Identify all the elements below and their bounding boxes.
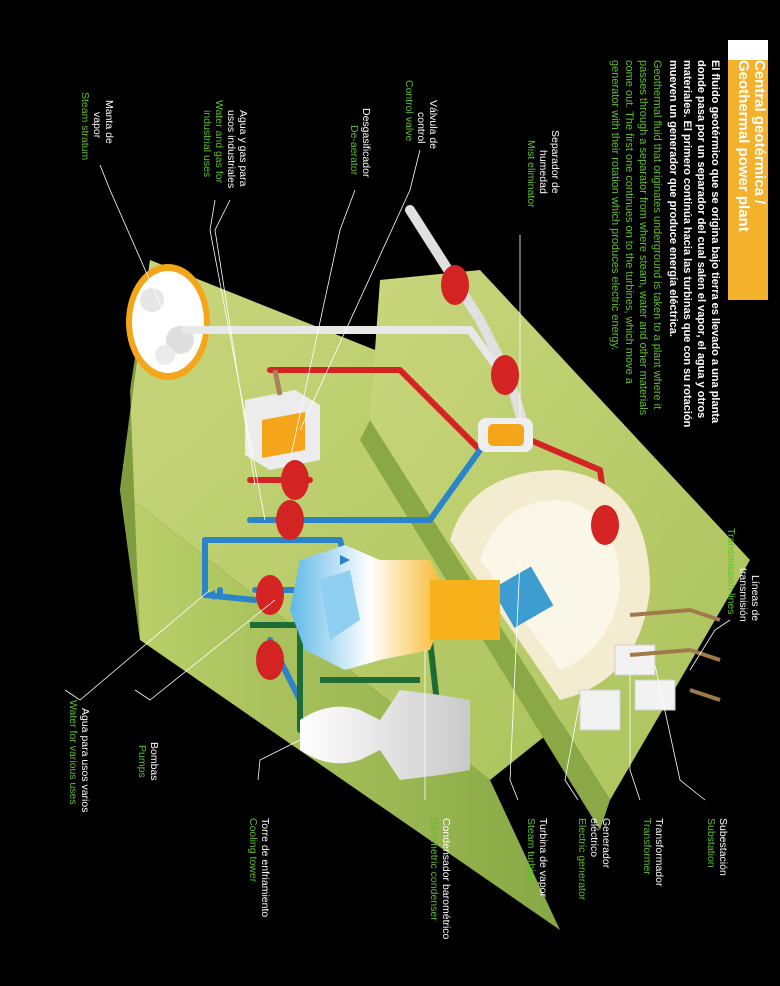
label-transmission-lines-es-1: Líneas de	[749, 575, 761, 621]
title-band	[728, 40, 768, 300]
description-es-line1: El fluido geotérmico que se origina bajo…	[709, 60, 721, 424]
label-substation-en: Substation	[705, 818, 717, 868]
flow-arrows	[205, 555, 350, 600]
label-transmission-lines-es-2: transmisión	[737, 568, 749, 622]
steam-stratum	[126, 264, 210, 380]
label-transformer-es: Transformador	[653, 818, 665, 887]
label-control-valve-en: Control valve	[403, 80, 415, 141]
label-steam-turbine-es: Turbina de vapor	[537, 818, 549, 897]
page-title-line2: Geothermal power plant	[735, 60, 752, 232]
label-cooling-tower-es: Torre de enfriamiento	[259, 818, 271, 917]
label-various-water-es: Agua para usos varios	[79, 708, 91, 812]
label-mist-eliminator-es-1: Separador de	[549, 130, 561, 194]
label-generator-es-2: eléctrico	[588, 818, 600, 857]
label-control-valve-es-2: control	[415, 112, 427, 144]
label-pumps-en: Pumps	[136, 745, 148, 778]
label-cooling-tower-en: Cooling tower	[247, 818, 259, 883]
page-title-line1: Central geotérmica /	[751, 60, 768, 205]
description-es-line2: donde pasa por un separador del cual sal…	[695, 60, 707, 418]
label-mist-eliminator-en: Mist eliminator	[525, 140, 537, 208]
label-substation-es: Subestación	[717, 818, 729, 876]
substation-blocks	[579, 644, 676, 731]
description-es-line4: mueven un generador que produce energía …	[667, 60, 679, 337]
label-steam-turbine-en: Steam turbine	[525, 818, 537, 884]
label-steam-stratum-es-1: Manta de	[103, 100, 115, 144]
label-industrial-water-en-2: industrial uses	[201, 110, 213, 177]
label-barometric-condenser-es: Condensador barométrico	[440, 818, 452, 940]
label-pumps-es: Bombas	[148, 742, 160, 781]
label-industrial-water-es-1: Agua y gas para	[237, 110, 249, 187]
label-transformer-en: Transformer	[641, 818, 653, 875]
label-generator-en: Electric generator	[576, 818, 588, 901]
label-generator-es-1: Generador	[600, 818, 612, 869]
label-barometric-condenser-en: Barometric condenser	[428, 818, 440, 921]
description-es-line3: materiales. El primero continúa hacia la…	[681, 60, 693, 428]
label-industrial-water-es-2: usos industriales	[225, 110, 237, 188]
description-en-line2: passes through a separator from where st…	[637, 60, 649, 416]
description-en-line4: generator with their rotation which prod…	[609, 60, 621, 350]
mist-eliminator-unit	[478, 418, 533, 452]
transmission-towers	[629, 608, 721, 702]
label-mist-eliminator-es-2: humedad	[537, 150, 549, 194]
label-control-valve-es-1: Válvula de	[427, 100, 439, 149]
label-steam-stratum-es-2: vapor	[91, 112, 103, 139]
barometric-condenser	[290, 545, 500, 670]
valves-and-pumps	[256, 265, 619, 680]
description-en-line3: come out. The first one continues on to …	[623, 60, 635, 385]
label-de-aerator-en: De-aerator	[348, 125, 360, 176]
leader-lines	[64, 149, 731, 801]
label-steam-stratum-en: Steam stratum	[79, 92, 91, 161]
cooling-tower	[300, 690, 470, 780]
label-transmission-lines-en: Transmission lines	[725, 528, 737, 615]
label-de-aerator-es: Desgasificador	[360, 108, 372, 178]
description-en-line1: Geothermal fluid that originates undergr…	[651, 60, 663, 409]
label-industrial-water-en-1: Water and gas for	[213, 100, 225, 184]
label-various-water-en: Water for various uses	[67, 700, 79, 805]
